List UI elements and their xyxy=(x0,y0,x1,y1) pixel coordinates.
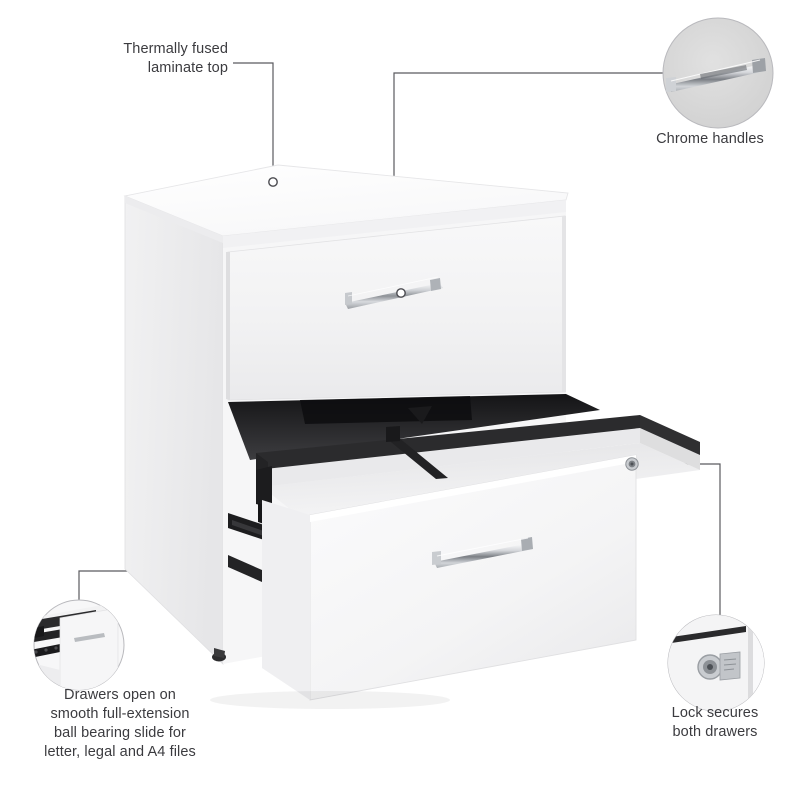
detail-circle-lock xyxy=(667,614,765,712)
floor-shadow xyxy=(210,691,450,709)
callout-label-lock: Lock secures both drawers xyxy=(671,705,759,740)
callout-label-ball-bearing-slide: Drawers open on smooth full-extension ba… xyxy=(44,687,196,760)
leader-line-laminate-top xyxy=(233,62,274,177)
cabinet-interior-shadow xyxy=(300,396,472,424)
upper-drawer-left-gap xyxy=(226,252,230,400)
leader-line-lock xyxy=(640,463,721,615)
callout-label-chrome-handles: Chrome handles xyxy=(656,131,764,147)
hanging-file-frame xyxy=(256,415,700,508)
cabinet-left-side-panel xyxy=(124,195,224,665)
lower-drawer-left-side xyxy=(262,500,310,700)
detail-circle-chrome-handles xyxy=(662,17,774,129)
file-cabinet xyxy=(123,164,700,709)
drawer-lock xyxy=(625,457,639,471)
upper-drawer-handle xyxy=(345,276,443,309)
callout-label-laminate-top: Thermally fused laminate top xyxy=(123,41,228,76)
detail-circle-ball-bearing-slide xyxy=(33,599,125,691)
lower-drawer-handle xyxy=(432,537,533,568)
laminate-top-front-edge xyxy=(223,200,566,248)
laminate-top-panel xyxy=(123,164,569,237)
laminate-top-edge xyxy=(125,196,223,243)
upper-drawer-right-edge xyxy=(562,216,566,392)
lower-drawer-front-top-edge xyxy=(310,455,636,522)
